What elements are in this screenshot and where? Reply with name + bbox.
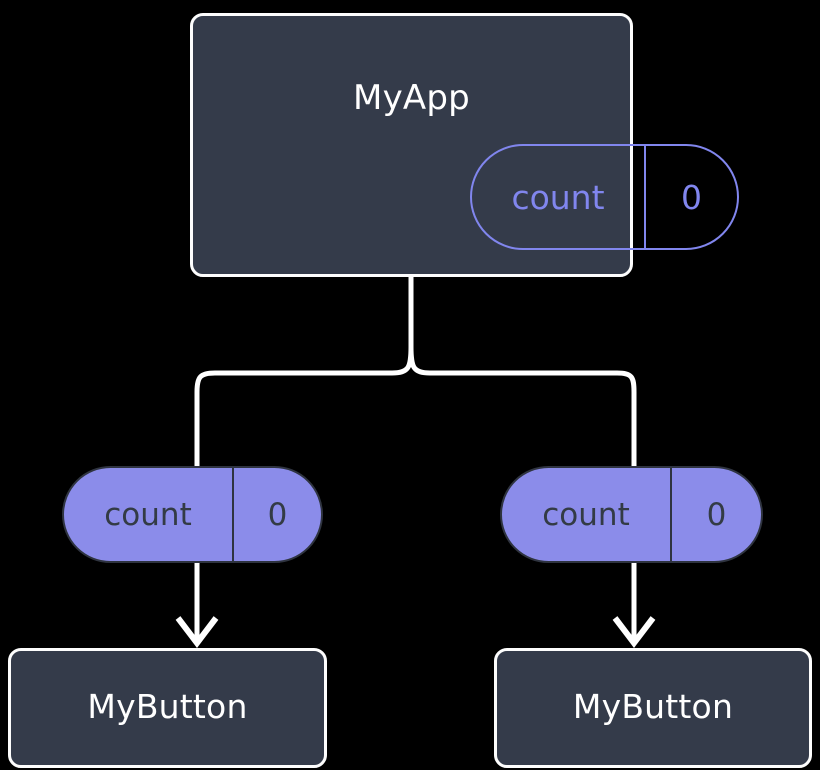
- state-pill-key: count: [472, 146, 646, 248]
- arrow-head-right-icon: [612, 616, 656, 648]
- arrow-head-left-icon: [175, 616, 219, 648]
- prop-pill-value: 0: [706, 496, 727, 533]
- prop-pill-left-count[interactable]: count 0: [62, 466, 323, 563]
- component-node-mybutton-left[interactable]: MyButton: [8, 648, 327, 768]
- prop-pill-value: 0: [267, 496, 288, 533]
- prop-pill-key: count: [64, 468, 234, 561]
- state-pill-myapp-count[interactable]: count 0: [470, 144, 739, 250]
- component-title-mybutton-left: MyButton: [87, 687, 248, 726]
- prop-pill-right-count[interactable]: count 0: [500, 466, 763, 563]
- prop-pill-key: count: [502, 468, 672, 561]
- component-title-myapp: MyApp: [353, 78, 470, 118]
- component-node-mybutton-right[interactable]: MyButton: [494, 648, 812, 768]
- state-pill-value: 0: [681, 177, 702, 217]
- component-title-mybutton-right: MyButton: [572, 687, 734, 726]
- fork-connector-myapp-to-child-right: [408, 344, 637, 469]
- fork-connector-myapp-to-children: [194, 274, 414, 469]
- component-node-myapp[interactable]: MyApp count 0: [190, 13, 739, 277]
